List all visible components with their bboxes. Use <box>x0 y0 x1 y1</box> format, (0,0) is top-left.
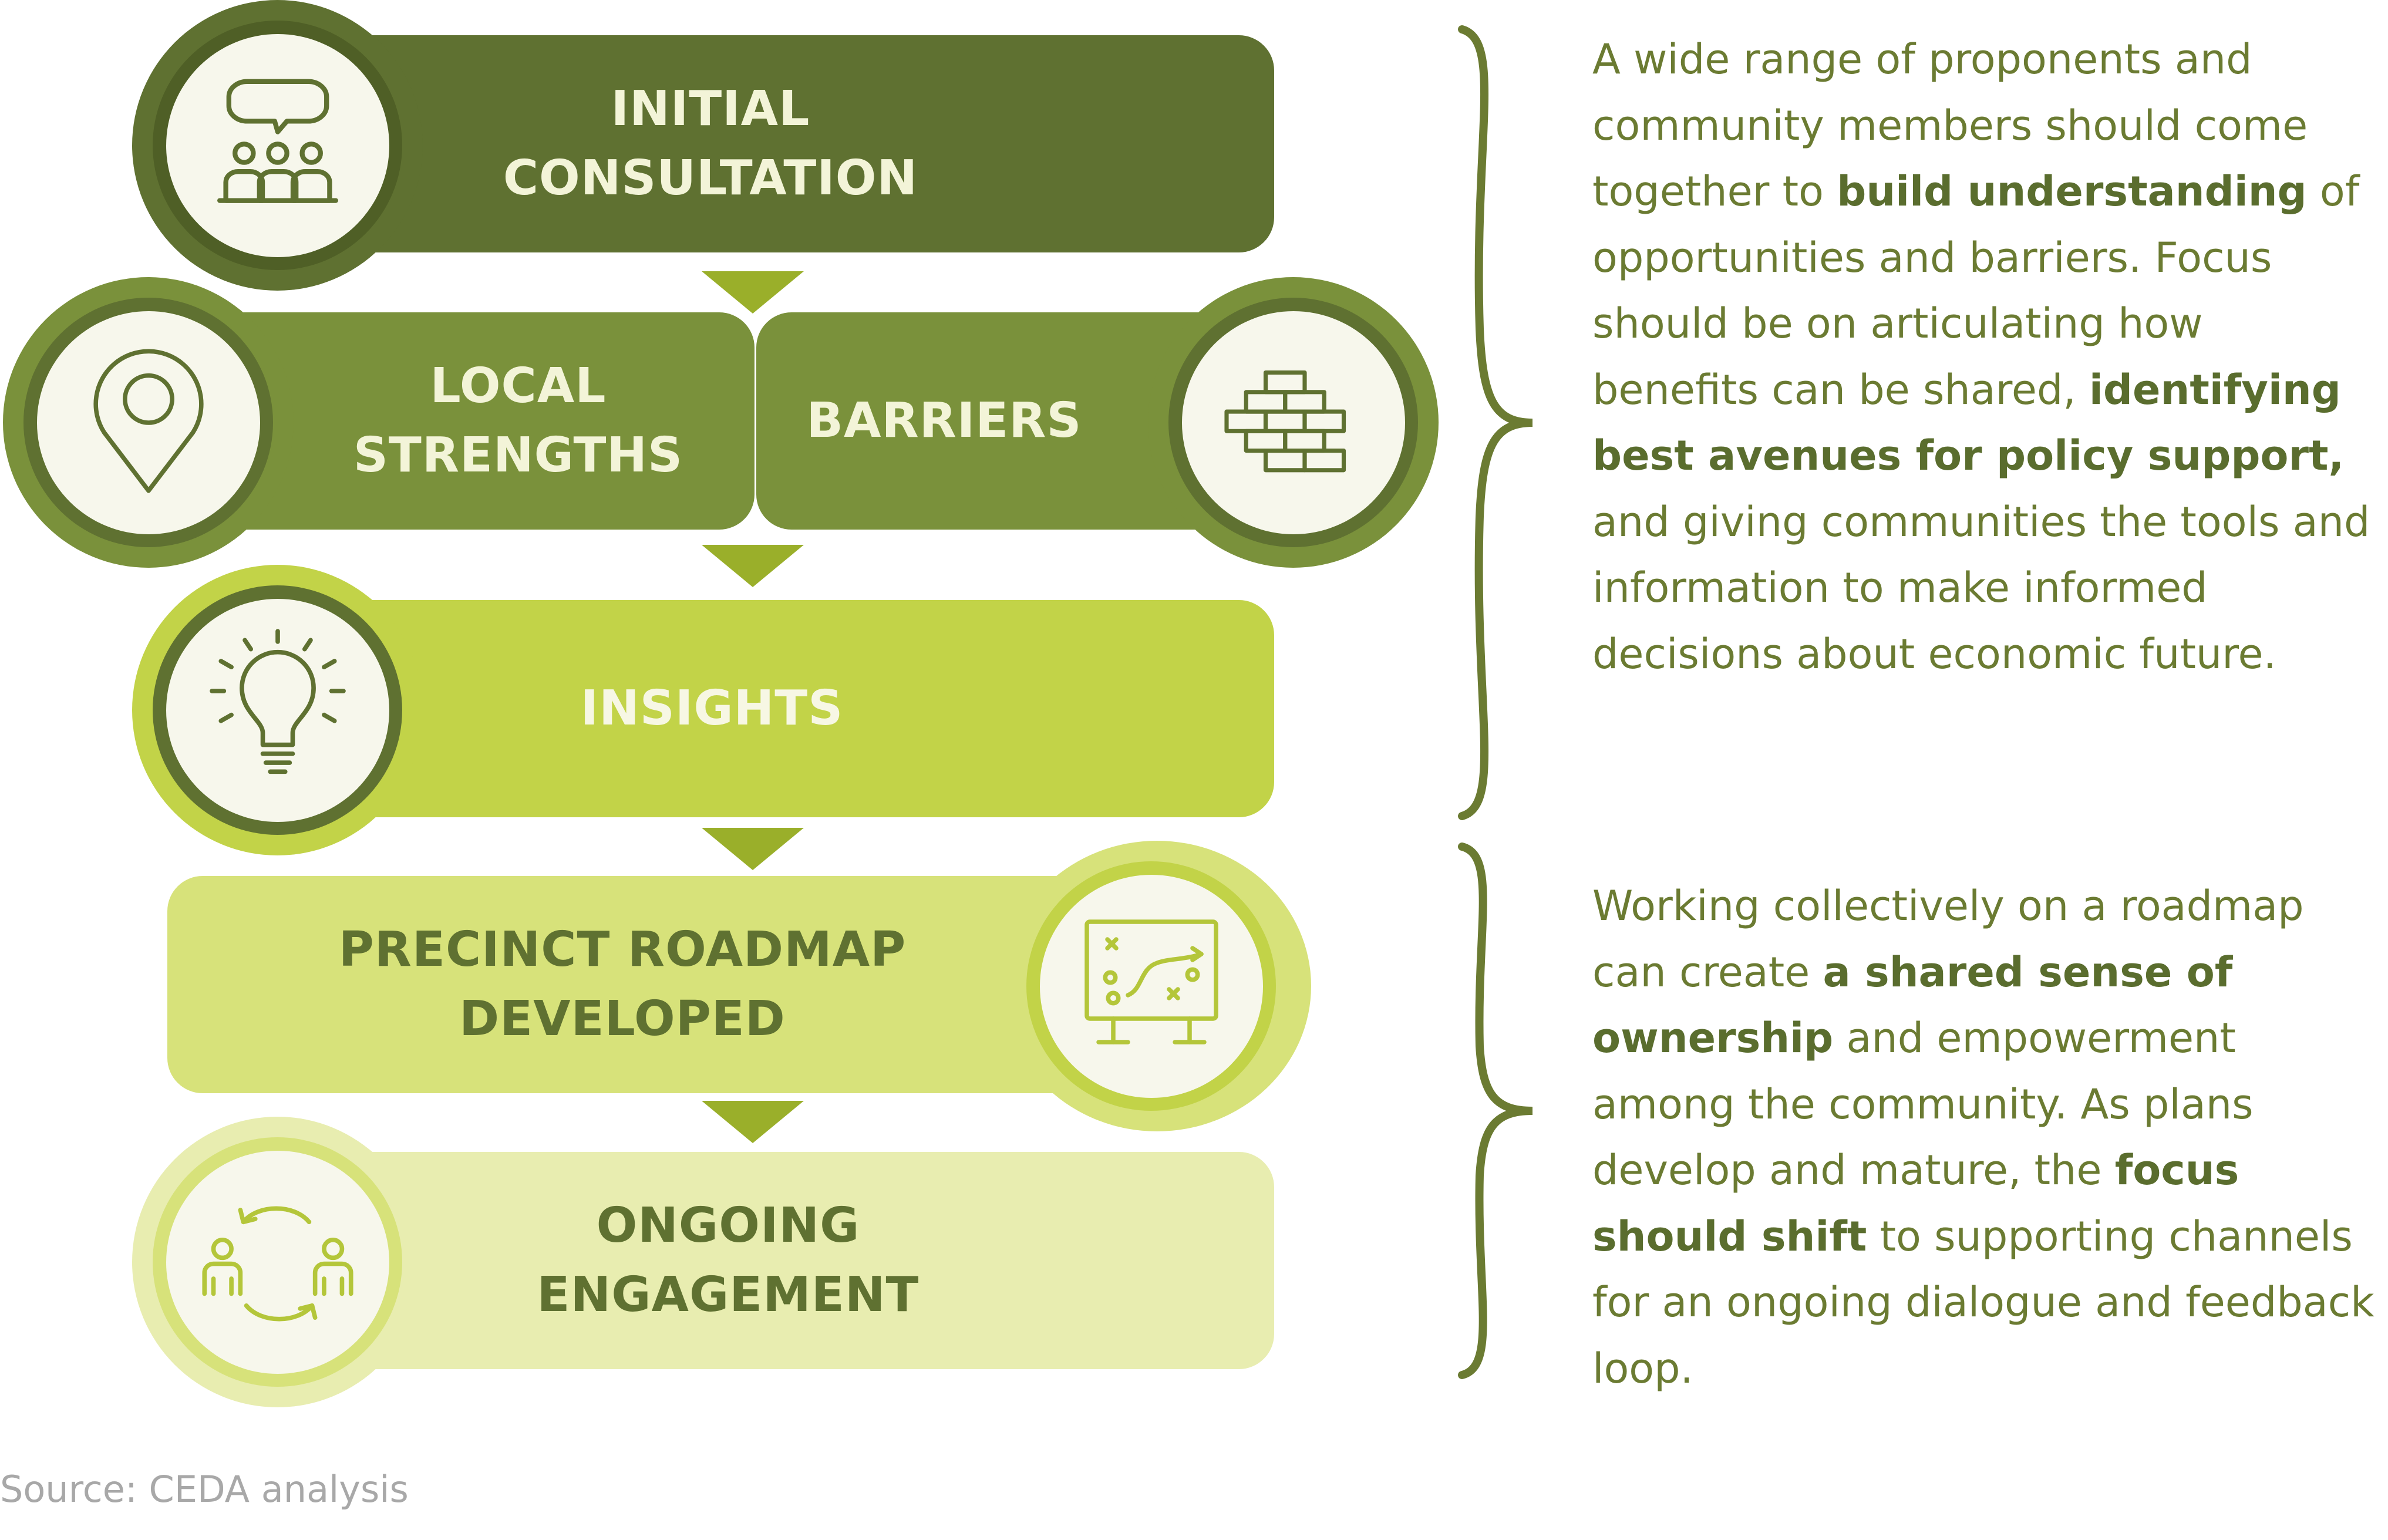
description-top-segment: A wide range of proponents and community… <box>1592 35 2308 215</box>
badge-ongoing-engagement <box>132 1117 423 1407</box>
flow-arrow-3 <box>702 828 804 870</box>
step-precinct-roadmap-label: PRECINCT ROADMAP DEVELOPED <box>338 922 907 1047</box>
badge-insights <box>132 565 423 855</box>
step-barriers-label: BARRIERS <box>806 393 1082 449</box>
description-bottom-segment: a shared sense of ownership <box>1592 948 2233 1063</box>
badge-barriers <box>1148 277 1439 568</box>
brace-bottom <box>1458 843 1533 1379</box>
flow-arrow-2 <box>702 545 804 587</box>
lightbulb-icon <box>210 629 346 774</box>
description-bottom-segment: focus should shift <box>1592 1146 2239 1261</box>
description-bottom-segment: and empowerment among the community. As … <box>1592 1014 2254 1194</box>
consultation-group-icon <box>217 79 338 203</box>
flow-arrow-4 <box>702 1101 804 1143</box>
description-bottom: Working collectively on a roadmap can cr… <box>1592 873 2379 1401</box>
brace-top <box>1458 25 1533 820</box>
location-pin-icon <box>93 349 204 493</box>
description-top: A wide range of proponents and community… <box>1592 26 2379 687</box>
step-local-strengths-label: LOCAL STRENGTHS <box>353 358 683 483</box>
badge-local-strengths <box>3 277 294 568</box>
exchange-people-icon <box>202 1206 353 1322</box>
description-top-segment: build understanding <box>1837 167 2307 215</box>
strategy-board-icon <box>1084 919 1218 1044</box>
description-top-segment: and giving communities the tools and inf… <box>1592 497 2370 678</box>
badge-initial-consultation <box>132 0 423 291</box>
description-bottom-segment: to supporting channels for an ongoing di… <box>1592 1212 2374 1393</box>
description-bottom-segment: Working collectively on a roadmap can cr… <box>1592 882 2304 996</box>
source-note: Source: CEDA analysis <box>0 1468 409 1511</box>
step-initial-consultation-label: INITIAL CONSULTATION <box>503 81 918 206</box>
brick-wall-icon <box>1224 370 1346 473</box>
step-precinct-roadmap: PRECINCT ROADMAP DEVELOPED <box>167 876 1166 1093</box>
description-top-segment: identifying best avenues for policy supp… <box>1592 365 2345 480</box>
flow-arrow-1 <box>702 271 804 314</box>
description-top-segment: of opportunities and barriers. Focus sho… <box>1592 167 2360 414</box>
step-ongoing-engagement-label: ONGOING ENGAGEMENT <box>537 1198 920 1323</box>
step-insights-label: INSIGHTS <box>580 680 844 736</box>
badge-precinct-roadmap <box>1003 841 1311 1131</box>
